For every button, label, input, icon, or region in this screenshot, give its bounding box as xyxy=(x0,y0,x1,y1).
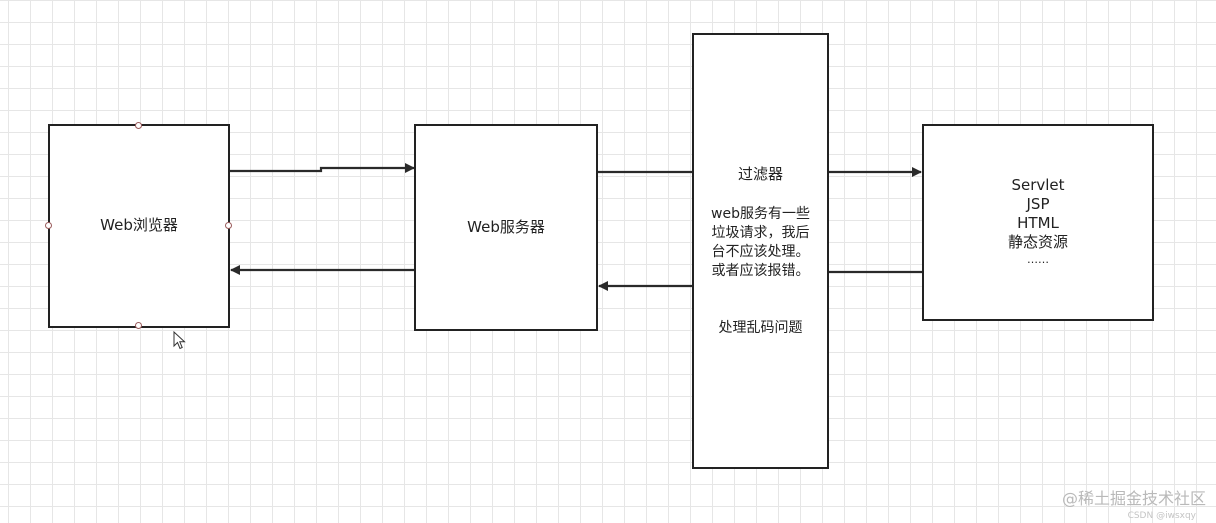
filter-description-line-2: 垃圾请求，我后 xyxy=(711,225,810,241)
resize-handle-right[interactable] xyxy=(225,222,232,229)
filter-node[interactable] xyxy=(692,33,829,469)
filter-description-line-1: web服务有一些 xyxy=(711,206,810,222)
resize-handle-left[interactable] xyxy=(45,222,52,229)
resize-handle-bottom[interactable] xyxy=(135,322,142,329)
server-label: Web服务器 xyxy=(467,218,545,236)
filter-description-line-4: 或者应该报错。 xyxy=(711,263,810,279)
resources-line-jsp: JSP xyxy=(1026,195,1050,213)
resources-node[interactable] xyxy=(922,124,1154,321)
watermark-sub: CSDN @iwsxqy xyxy=(1127,511,1196,521)
resources-line-ellipsis: …… xyxy=(1027,253,1049,266)
resources-line-static: 静态资源 xyxy=(1007,233,1068,251)
watermark-main: @稀土掘金技术社区 xyxy=(1061,489,1206,508)
mouse-cursor-icon xyxy=(173,331,186,350)
server-node[interactable] xyxy=(414,124,598,331)
filter-description-line-3: 台不应该处理。 xyxy=(711,244,810,260)
browser-label: Web浏览器 xyxy=(100,216,178,234)
resources-line-servlet: Servlet xyxy=(1011,176,1065,194)
arrow-browser-to-server xyxy=(229,163,415,173)
filter-footer: 处理乱码问题 xyxy=(718,320,803,336)
filter-title: 过滤器 xyxy=(737,165,783,183)
resources-line-html: HTML xyxy=(1017,214,1059,232)
resize-handle-top[interactable] xyxy=(135,122,142,129)
